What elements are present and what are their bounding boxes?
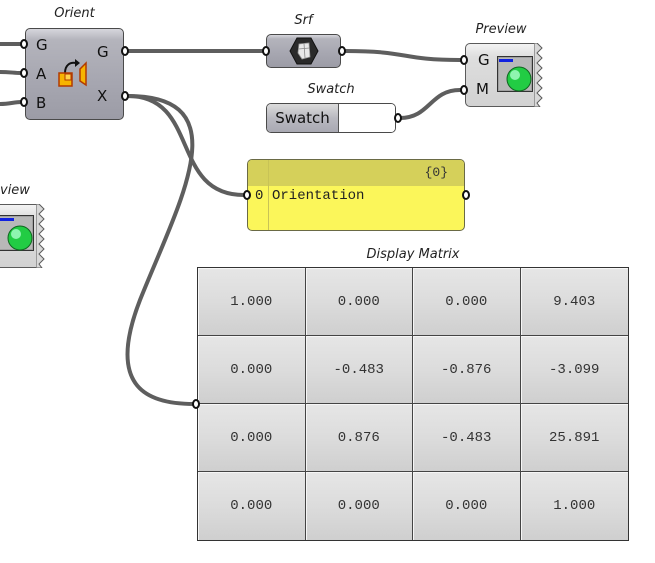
matrix-cell-r0-c1: 0.000 [305, 268, 413, 336]
preview-partial-title: view [0, 183, 30, 198]
srf-title: Srf [294, 13, 313, 28]
panel-item-value: Orientation [272, 188, 365, 204]
panel-component[interactable]: {0} 0 Orientation [247, 159, 465, 231]
swatch-color-field[interactable] [339, 104, 395, 132]
orient-input-b-grip[interactable] [20, 97, 28, 107]
matrix-title: Display Matrix [366, 247, 460, 262]
matrix-cell-r1-c2: -0.876 [413, 336, 521, 404]
preview-partial-icon [0, 215, 34, 251]
swatch-button[interactable]: Swatch [267, 104, 339, 132]
preview-input-g-grip[interactable] [460, 55, 468, 65]
preview-component-partial[interactable] [0, 204, 45, 268]
wire-input-a [0, 70, 23, 75]
matrix-cell-r1-c0: 0.000 [198, 336, 306, 404]
orient-title: Orient [54, 6, 95, 21]
wire-orient-x-to-matrix [125, 94, 196, 406]
preview-input-m-label: M [476, 80, 489, 98]
matrix-cell-r2-c2: -0.483 [413, 404, 521, 472]
preview-component[interactable]: G M [465, 43, 543, 107]
preview-icon [497, 56, 533, 92]
srf-output-grip[interactable] [338, 46, 346, 56]
srf-input-grip[interactable] [262, 46, 270, 56]
preview-title: Preview [475, 22, 527, 37]
swatch-title: Swatch [307, 82, 355, 97]
matrix-input-grip[interactable] [192, 399, 200, 409]
orient-output-g-label: G [97, 43, 109, 61]
wire-input-b [0, 100, 23, 106]
display-matrix[interactable]: 1.000 0.000 0.000 9.403 0.000 -0.483 -0.… [197, 267, 629, 541]
matrix-cell-r1-c3: -3.099 [520, 336, 628, 404]
preview-input-m-grip[interactable] [460, 85, 468, 95]
preview-input-g-label: G [478, 51, 490, 69]
orient-input-g-label: G [36, 36, 48, 54]
orient-icon [58, 59, 87, 87]
orient-input-a-grip[interactable] [20, 68, 28, 78]
panel-item: 0 Orientation [248, 188, 464, 206]
orient-output-x-grip[interactable] [121, 91, 129, 101]
orient-component[interactable]: G A B G X [25, 28, 124, 120]
panel-input-grip[interactable] [243, 190, 251, 200]
preview-jagged-edge [534, 43, 543, 107]
panel-header: {0} [248, 160, 464, 186]
matrix-cell-r0-c2: 0.000 [413, 268, 521, 336]
surface-icon [289, 37, 319, 65]
panel-item-index: 0 [255, 188, 264, 204]
srf-component[interactable] [266, 34, 341, 68]
matrix-cell-r3-c0: 0.000 [198, 472, 306, 540]
matrix-cell-r3-c3: 1.000 [520, 472, 628, 540]
wire-orient-x-to-panel [126, 94, 246, 197]
panel-path: {0} [424, 165, 448, 180]
matrix-cell-r0-c3: 9.403 [520, 268, 628, 336]
swatch-output-grip[interactable] [394, 113, 402, 123]
matrix-cell-r0-c0: 1.000 [198, 268, 306, 336]
matrix-cell-r2-c1: 0.876 [305, 404, 413, 472]
preview-partial-jagged-edge [36, 204, 45, 268]
swatch-component[interactable]: Swatch [266, 103, 396, 133]
panel-output-grip[interactable] [462, 190, 470, 200]
wire-srf-to-preview-g [343, 49, 462, 62]
wire-swatch-to-preview-m [398, 88, 462, 120]
matrix-cell-r3-c1: 0.000 [305, 472, 413, 540]
matrix-cell-r3-c2: 0.000 [413, 472, 521, 540]
matrix-cell-r2-c3: 25.891 [520, 404, 628, 472]
orient-output-g-grip[interactable] [121, 46, 129, 56]
orient-input-b-label: B [36, 94, 47, 112]
orient-input-a-label: A [36, 65, 47, 83]
orient-output-x-label: X [97, 87, 108, 105]
orient-input-g-grip[interactable] [20, 39, 28, 49]
matrix-cell-r2-c0: 0.000 [198, 404, 306, 472]
matrix-cell-r1-c1: -0.483 [305, 336, 413, 404]
panel-gutter [268, 160, 269, 230]
